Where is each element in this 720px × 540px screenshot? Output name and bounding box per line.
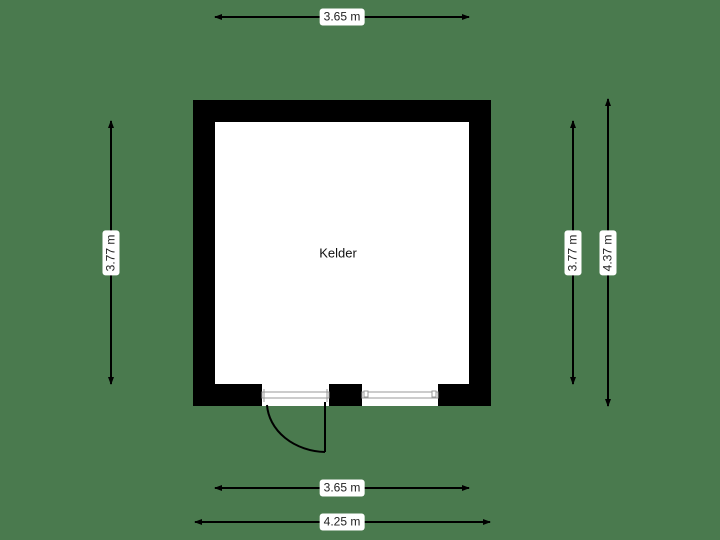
dimension-right-outer-height: 4.37 m [599, 230, 617, 276]
dimension-bottom-inner-width: 3.65 m [319, 479, 365, 497]
room-label: Kelder [319, 245, 357, 261]
walls [193, 100, 491, 406]
door [261, 389, 330, 453]
window [361, 390, 439, 399]
dimension-bottom-outer-width: 4.25 m [319, 513, 365, 531]
dimension-left-height: 3.77 m [102, 230, 120, 276]
dimension-top-width: 3.65 m [319, 8, 365, 26]
dimension-right-inner-height: 3.77 m [564, 230, 582, 276]
room-floor [215, 122, 469, 384]
